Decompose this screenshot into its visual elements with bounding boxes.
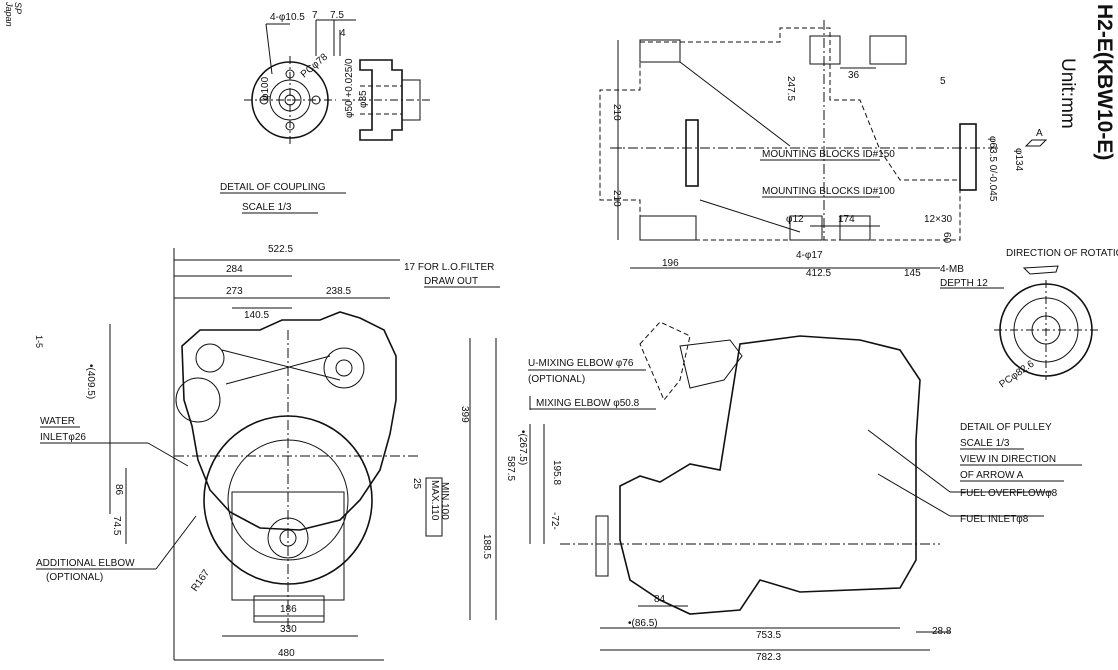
- top-d5: 5: [940, 76, 946, 87]
- pulley-depth: DEPTH 12: [940, 278, 988, 289]
- unit-label: Unit:mm: [1057, 58, 1078, 129]
- side-umix: U-MIXING ELBOW φ76: [528, 358, 634, 369]
- front-min100: MIN.100: [439, 482, 450, 520]
- fuel-overflow: FUEL OVERFLOWφ8: [960, 488, 1058, 499]
- front-drawout: DRAW OUT: [424, 276, 478, 287]
- page-number: 1-5: [34, 335, 44, 348]
- front-d2385: 238.5: [326, 286, 351, 297]
- top-d2475: 247.5: [785, 76, 796, 101]
- top-mb150: MOUNTING BLOCKS ID#150: [762, 149, 895, 160]
- front-max110: MAX.110: [429, 480, 440, 521]
- front-d186: 186: [280, 604, 297, 615]
- drawing-title: H2-E(KBW10-E): [1093, 4, 1116, 160]
- top-d4125: 412.5: [806, 268, 831, 279]
- front-d5225: 522.5: [268, 244, 293, 255]
- top-d12: φ12: [786, 214, 804, 225]
- water-inlet-2: INLETφ26: [40, 432, 86, 443]
- top-d60: 60: [941, 232, 952, 244]
- front-d1885: 188.5: [481, 534, 492, 559]
- side-d865: •(86.5): [628, 618, 658, 629]
- fuel-inlet: FUEL INLETφ8: [960, 514, 1029, 525]
- top-d134: φ134: [1013, 148, 1024, 172]
- side-note-sp: SP: [13, 2, 23, 14]
- side-d1958: 195.8: [551, 460, 562, 485]
- coupling-label: DETAIL OF COUPLING: [220, 182, 326, 193]
- front-d4095: •(409.5): [85, 364, 96, 399]
- top-d36: 36: [848, 70, 860, 81]
- front-d273: 273: [226, 286, 243, 297]
- front-lofilter: 17 FOR L.O.FILTER: [404, 262, 494, 273]
- front-r167: R167: [189, 567, 212, 593]
- top-d174: 174: [838, 214, 855, 225]
- front-d399: 399: [459, 406, 470, 423]
- front-d5875: 587.5: [505, 456, 516, 481]
- top-arrow-a: A: [1036, 128, 1043, 139]
- side-d7535: 753.5: [756, 630, 781, 641]
- front-d480: 480: [278, 648, 295, 659]
- coupling-w7: 7: [312, 10, 318, 21]
- elbow-label-1: ADDITIONAL ELBOW: [36, 558, 135, 569]
- front-d86: 86: [113, 484, 124, 496]
- coupling-detail: 4-φ10.5 PCφ78 7 7.5 4 φ100 φ50 +0.025/0 …: [220, 10, 430, 214]
- top-d210a: 210: [611, 104, 622, 121]
- pulley-mb: 4-MB: [940, 264, 964, 275]
- pulley-detail: DIRECTION OF ROTATION 4-MB DEPTH 12 PCφ8…: [940, 248, 1118, 482]
- top-mb100: MOUNTING BLOCKS ID#100: [762, 186, 895, 197]
- top-view: 210 210 247.5 36 5 MOUNTING BLOCKS ID#15…: [599, 20, 1048, 279]
- coupling-d50: φ50 +0.025/0: [344, 58, 355, 118]
- coupling-d100: φ100: [260, 76, 271, 100]
- top-d12x30: 12×30: [924, 214, 953, 225]
- side-note-japan: Japan: [4, 1, 14, 27]
- side-d7823: 782.3: [756, 652, 781, 663]
- front-d330: 330: [280, 624, 297, 635]
- side-d288: 28.8: [932, 626, 952, 637]
- coupling-w75: 7.5: [330, 10, 344, 21]
- pulley-label-3: VIEW IN DIRECTION: [960, 454, 1056, 465]
- side-d72: -72-: [549, 512, 560, 530]
- side-view: U-MIXING ELBOW φ76 (OPTIONAL) MIXING ELB…: [517, 321, 1058, 663]
- front-d1405: 140.5: [244, 310, 269, 321]
- pulley-label-2: SCALE 1/3: [960, 438, 1010, 449]
- side-d2675: •(267.5): [517, 430, 528, 465]
- pulley-pcd: PCφ82.6: [997, 358, 1036, 390]
- coupling-w4: 4: [340, 28, 346, 39]
- pulley-label-1: DETAIL OF PULLEY: [960, 422, 1052, 433]
- coupling-d35: φ35: [358, 90, 369, 108]
- top-d635: φ63.5 0/-0.045: [987, 136, 998, 202]
- side-d84: 84: [654, 594, 666, 605]
- side-mix: MIXING ELBOW φ50.8: [536, 398, 640, 409]
- coupling-scale: SCALE 1/3: [242, 202, 292, 213]
- pulley-rotation: DIRECTION OF ROTATION: [1006, 248, 1118, 259]
- water-inlet-1: WATER: [40, 416, 75, 427]
- coupling-holes: 4-φ10.5: [270, 12, 305, 23]
- top-d196: 196: [662, 258, 679, 269]
- elbow-label-2: (OPTIONAL): [46, 572, 103, 583]
- coupling-pcd: PCφ78: [299, 51, 331, 80]
- front-d284: 284: [226, 264, 243, 275]
- top-d145: 145: [904, 268, 921, 279]
- front-view: 522.5 284 273 238.5 140.5 17 FOR L.O.FIL…: [36, 244, 516, 661]
- top-holes17: 4-φ17: [796, 250, 823, 261]
- pulley-label-4: OF ARROW A: [960, 470, 1024, 481]
- front-d745: 74.5: [111, 516, 122, 536]
- side-optional: (OPTIONAL): [528, 374, 585, 385]
- front-d25: 25: [411, 478, 422, 490]
- top-d210b: 210: [611, 190, 622, 207]
